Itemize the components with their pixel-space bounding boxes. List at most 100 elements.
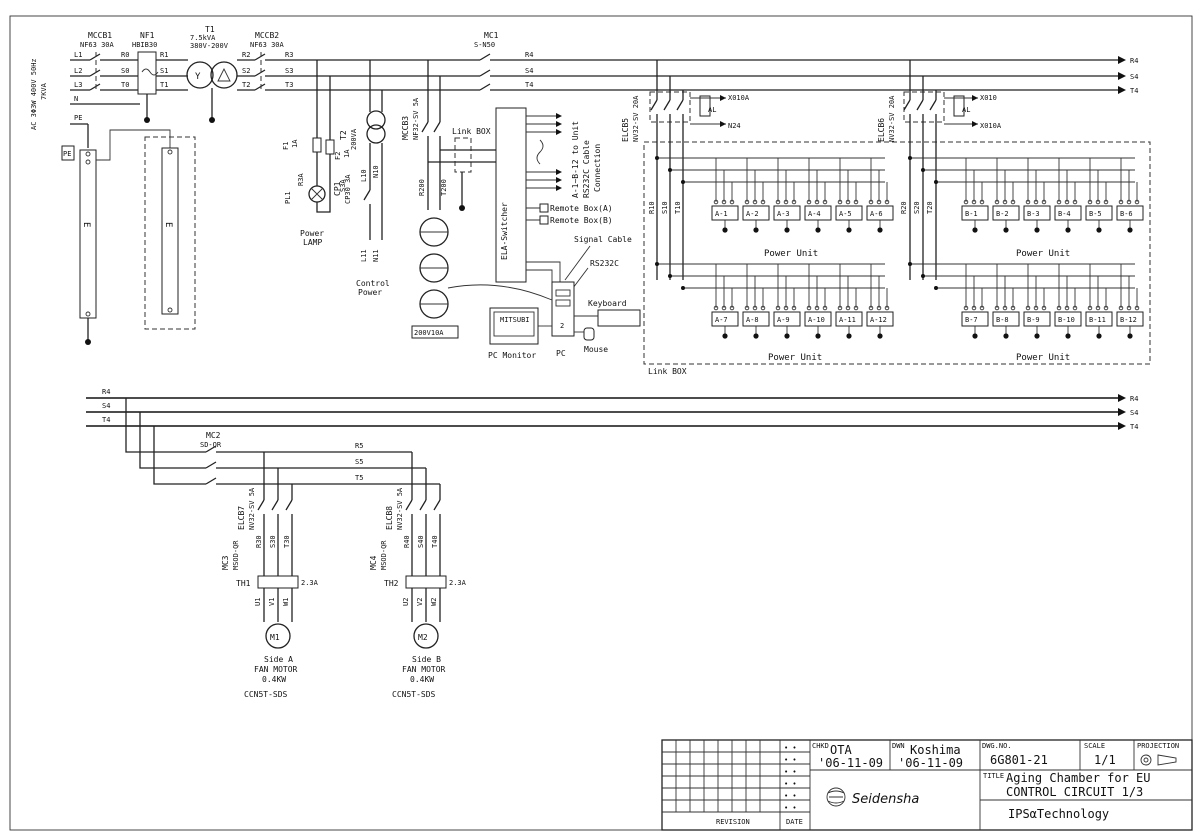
mc4-name: MC4 bbox=[369, 555, 378, 570]
supply-capacity: 7KVA bbox=[40, 82, 48, 100]
power-unit-label-b-bottom: Power Unit bbox=[1016, 353, 1070, 363]
cp1-name: CP1 bbox=[333, 181, 342, 196]
label-t5: T5 bbox=[355, 474, 363, 482]
power-unit-label-b-top: Power Unit bbox=[1016, 249, 1070, 259]
label-r4-end: R4 bbox=[1130, 57, 1138, 65]
mccb1: MCCB1 NF63 30A bbox=[80, 31, 120, 92]
power-unit-b-10: B-10 bbox=[1054, 264, 1082, 339]
lower-label-t4: T4 bbox=[102, 416, 110, 424]
label-r40: R40 bbox=[403, 535, 411, 548]
elcb5-name: ELCB5 bbox=[621, 118, 630, 142]
unit-label-b-7: B-7 bbox=[965, 316, 978, 324]
phase-label-l2: L2 bbox=[74, 67, 82, 75]
remote-box-a-label: Remote Box(A) bbox=[550, 204, 613, 213]
t2-rating: 200VA bbox=[350, 128, 358, 150]
supply-label: AC 3Φ3W 400V 50Hz bbox=[30, 58, 38, 130]
t2-control-transformer: T2 200VA L10 N10 CP1 CP30 3A L11 N11 Con… bbox=[333, 60, 390, 297]
label-s20: S20 bbox=[913, 201, 921, 214]
lower-end-r4: R4 bbox=[1130, 395, 1138, 403]
unit-label-a-2: A-2 bbox=[746, 210, 759, 218]
power-unit-label-a-top: Power Unit bbox=[764, 249, 818, 259]
power-unit-a-3: A-3 bbox=[773, 158, 801, 233]
power-unit-b-9: B-9 bbox=[1023, 264, 1051, 339]
lower-label-s4: S4 bbox=[102, 402, 110, 410]
f2-rating: 1A bbox=[343, 149, 351, 158]
unit-label-b-3: B-3 bbox=[1027, 210, 1040, 218]
unit-label-a-9: A-9 bbox=[777, 316, 790, 324]
remote-box-b-label: Remote Box(B) bbox=[550, 216, 613, 225]
power-lamp-label-2: LAMP bbox=[303, 238, 322, 247]
date-label: DATE bbox=[786, 818, 803, 826]
ela-switcher-label: ELA-Switcher bbox=[500, 202, 509, 260]
label-s30: S30 bbox=[269, 535, 277, 548]
link-box-top-label: Link BOX bbox=[452, 127, 491, 136]
title-label: TITLE bbox=[983, 772, 1004, 780]
t1-transformer: T1 7.5kVA 380V-200V Y bbox=[186, 25, 238, 123]
f1-name: F1 bbox=[282, 142, 290, 150]
elcb5-al: AL bbox=[708, 106, 716, 114]
mccb3-name: MCCB3 bbox=[401, 116, 410, 140]
label-s4-end: S4 bbox=[1130, 73, 1138, 81]
company-logo: Seidensha bbox=[826, 787, 919, 807]
unit-label-a-10: A-10 bbox=[808, 316, 825, 324]
label-r1: R1 bbox=[160, 51, 168, 59]
label-s0: S0 bbox=[121, 67, 129, 75]
svg-text:• •: • • bbox=[784, 744, 797, 752]
ups-label: 200V10A bbox=[414, 329, 444, 337]
label-t2: T2 bbox=[242, 81, 250, 89]
motor1-model: CCN5T-SDS bbox=[244, 690, 288, 699]
projection-label: PROJECTION bbox=[1137, 742, 1179, 750]
power-unit-a-6: A-6 bbox=[866, 158, 894, 233]
label-l11: L11 bbox=[360, 249, 368, 262]
elcb5-n24: N24 bbox=[728, 122, 741, 130]
label-pl1: PL1 bbox=[284, 191, 292, 204]
mouse-label: Mouse bbox=[584, 345, 608, 354]
incoming-lines: L1 L2 L3 N bbox=[70, 51, 140, 105]
title-line-1: Aging Chamber for EU bbox=[1006, 771, 1151, 785]
power-unit-b-6: B-6 bbox=[1116, 158, 1144, 233]
link-box-dashed-enclosure bbox=[643, 141, 1151, 365]
mc1-contactor: MC1 S-N50 bbox=[474, 31, 1118, 91]
label-t1: T1 bbox=[160, 81, 168, 89]
motor-branch-b: ELCB8 NV32-SV 5A R40 S40 T40 MC4 MSOD-QR… bbox=[369, 452, 467, 699]
motor2-w: W2 bbox=[430, 598, 438, 606]
unit-label-b-4: B-4 bbox=[1058, 210, 1071, 218]
logo-text: Seidensha bbox=[852, 792, 919, 807]
motor1-side: Side A bbox=[264, 655, 293, 664]
keyboard-label: Keyboard bbox=[588, 299, 627, 308]
label-l10: L10 bbox=[360, 169, 368, 182]
unit-label-b-1: B-1 bbox=[965, 210, 978, 218]
rs232c-label: RS232C bbox=[590, 259, 619, 268]
label-t10: T10 bbox=[674, 201, 682, 214]
elcb5-x010a: X010A bbox=[728, 94, 750, 102]
power-unit-a-7: A-7 bbox=[711, 264, 739, 339]
svg-text:2: 2 bbox=[560, 322, 564, 330]
mccb3-type: NF32-SV 5A bbox=[412, 97, 420, 140]
motor2-model: CCN5T-SDS bbox=[392, 690, 436, 699]
label-n10: N10 bbox=[372, 165, 380, 178]
phase-label-l3: L3 bbox=[74, 81, 82, 89]
label-t20: T20 bbox=[926, 201, 934, 214]
svg-text:• •: • • bbox=[784, 756, 797, 764]
unit-label-a-5: A-5 bbox=[839, 210, 852, 218]
elcb7-name: ELCB7 bbox=[237, 506, 246, 530]
company-name: IPSαTechnology bbox=[1008, 807, 1109, 821]
elcb5-type: NV32-SV 20A bbox=[632, 95, 640, 142]
control-power-label-1: Control bbox=[356, 279, 390, 288]
label-t4-top: T4 bbox=[525, 81, 533, 89]
label-r20: R20 bbox=[900, 201, 908, 214]
svg-text:Y: Y bbox=[195, 72, 201, 82]
elcb6-x010a: X010A bbox=[980, 122, 1002, 130]
elcb8-name: ELCB8 bbox=[385, 506, 394, 530]
power-unit-b-12: B-12 bbox=[1116, 264, 1144, 339]
elcb5: ELCB5 NV32-SV 20A AL X010A N24 R10 S10 T… bbox=[621, 60, 750, 280]
svg-text:• •: • • bbox=[784, 780, 797, 788]
elcb6-name: ELCB6 bbox=[877, 118, 886, 142]
mc4-type: MSOD-QR bbox=[380, 540, 388, 570]
label-s5: S5 bbox=[355, 458, 363, 466]
